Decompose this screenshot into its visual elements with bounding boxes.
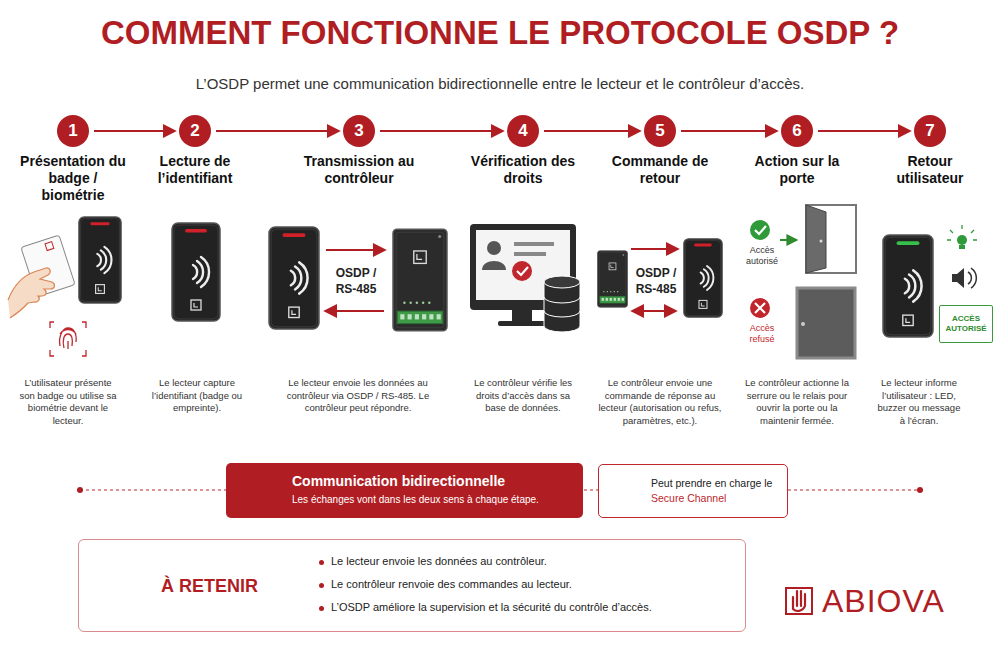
step-heading: Présentation du badge / biométrie	[18, 153, 128, 204]
bullet-dot	[319, 583, 324, 588]
badge-hand	[8, 217, 121, 318]
step-heading: Commande de retour	[600, 153, 720, 187]
flow-arrow	[681, 130, 776, 132]
node-text: 6	[792, 121, 801, 141]
controller-device	[598, 251, 628, 307]
node-text: À RETENIR	[161, 576, 258, 597]
brand-name: ABIOVA	[822, 583, 945, 620]
step-number: 5	[644, 115, 676, 147]
flow-arrow	[216, 130, 338, 132]
node-text: 7	[925, 121, 934, 141]
led-buzzer-icons	[947, 225, 977, 288]
node-text: 5	[655, 121, 664, 141]
reader-device	[684, 239, 722, 317]
step-heading: Lecture de l’identifiant	[145, 153, 245, 187]
step-heading: Transmission au contrôleur	[289, 153, 429, 187]
step-heading: Action sur la porte	[742, 153, 852, 187]
node-text: Le lecteur envoie les données au contrôl…	[331, 555, 547, 567]
link-label: OSDP / RS-485	[631, 265, 681, 297]
brand-icon	[786, 588, 812, 614]
screen-message: ACCÈS AUTORISÉ	[939, 305, 993, 343]
step-number: 1	[57, 115, 89, 147]
step-number: 3	[343, 115, 375, 147]
flow-arrow	[380, 130, 502, 132]
status-label: Accès refusé	[738, 323, 786, 345]
step-number: 2	[179, 115, 211, 147]
step-description: Le contrôleur vérifie les droits d’accès…	[472, 377, 574, 415]
node-text: Communication bidirectionnelle	[292, 473, 505, 489]
node-text: 1	[68, 121, 77, 141]
title: COMMENT FONCTIONNE LE PROTOCOLE OSDP ?	[0, 14, 1000, 52]
flow-arrow	[94, 130, 174, 132]
step-description: Le contrôleur envoie une commande de rép…	[598, 377, 722, 427]
info-band: Communication bidirectionnelleLes échang…	[226, 463, 583, 518]
node-text: Les échanges vont dans les deux sens à c…	[292, 494, 539, 505]
node-text: Secure Channel	[651, 492, 726, 504]
bullet-dot	[319, 606, 324, 611]
node-text: Le contrôleur renvoie des commandes au l…	[331, 578, 572, 590]
feature-box: Peut prendre en charge le Secure Channel	[598, 464, 788, 518]
database-monitor	[470, 224, 580, 332]
step-heading: Retour utilisateur	[877, 153, 983, 187]
bullet-dot	[319, 560, 324, 565]
reader-device	[269, 227, 319, 329]
node-text: 4	[518, 121, 527, 141]
step-description: L’utilisateur présente son badge ou util…	[16, 377, 120, 427]
fingerprint-icon	[50, 322, 86, 356]
node-text: Peut prendre en charge le	[651, 477, 772, 489]
step-description: Le contrôleur actionne la serrure ou le …	[739, 377, 855, 427]
step-heading: Vérification des droits	[463, 153, 583, 187]
step-number: 6	[781, 115, 813, 147]
summary-box: À RETENIR Le lecteur envoie les données a…	[78, 539, 746, 632]
subtitle: L’OSDP permet une communication bidirect…	[0, 75, 1000, 92]
step-number: 7	[914, 115, 946, 147]
step-description: Le lecteur envoie les données au contrôl…	[282, 377, 434, 415]
node-text: L’OSDP améliore la supervision et la séc…	[331, 601, 652, 613]
step-description: Le lecteur capture l’identifiant (badge …	[149, 377, 245, 415]
link-label: OSDP / RS-485	[328, 265, 384, 297]
step-number: 4	[507, 115, 539, 147]
node-text: ACCÈS AUTORISÉ	[940, 314, 992, 334]
reader-device	[172, 223, 220, 321]
node-text: 2	[190, 121, 199, 141]
flow-arrow	[544, 130, 639, 132]
status-label: Accès autorisé	[740, 245, 784, 267]
node-text: 3	[354, 121, 363, 141]
step-description: Le lecteur informe l’utilisateur : LED, …	[876, 377, 962, 427]
flow-arrow	[818, 130, 909, 132]
reader-device	[883, 235, 933, 337]
controller-device	[393, 229, 447, 331]
